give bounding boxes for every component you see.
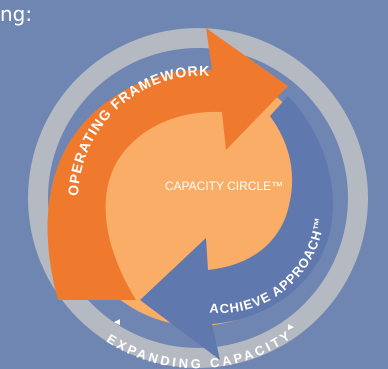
- right-ring-arrow-icon: ►: [286, 322, 296, 333]
- heading-fragment: ng:: [0, 2, 33, 26]
- left-ring-arrow-icon: ◄: [112, 317, 122, 328]
- operating-framework-arrow: [47, 28, 289, 300]
- achieve-approach-arrow: [140, 96, 333, 360]
- center-label: CAPACITY CIRCLE™: [165, 179, 283, 193]
